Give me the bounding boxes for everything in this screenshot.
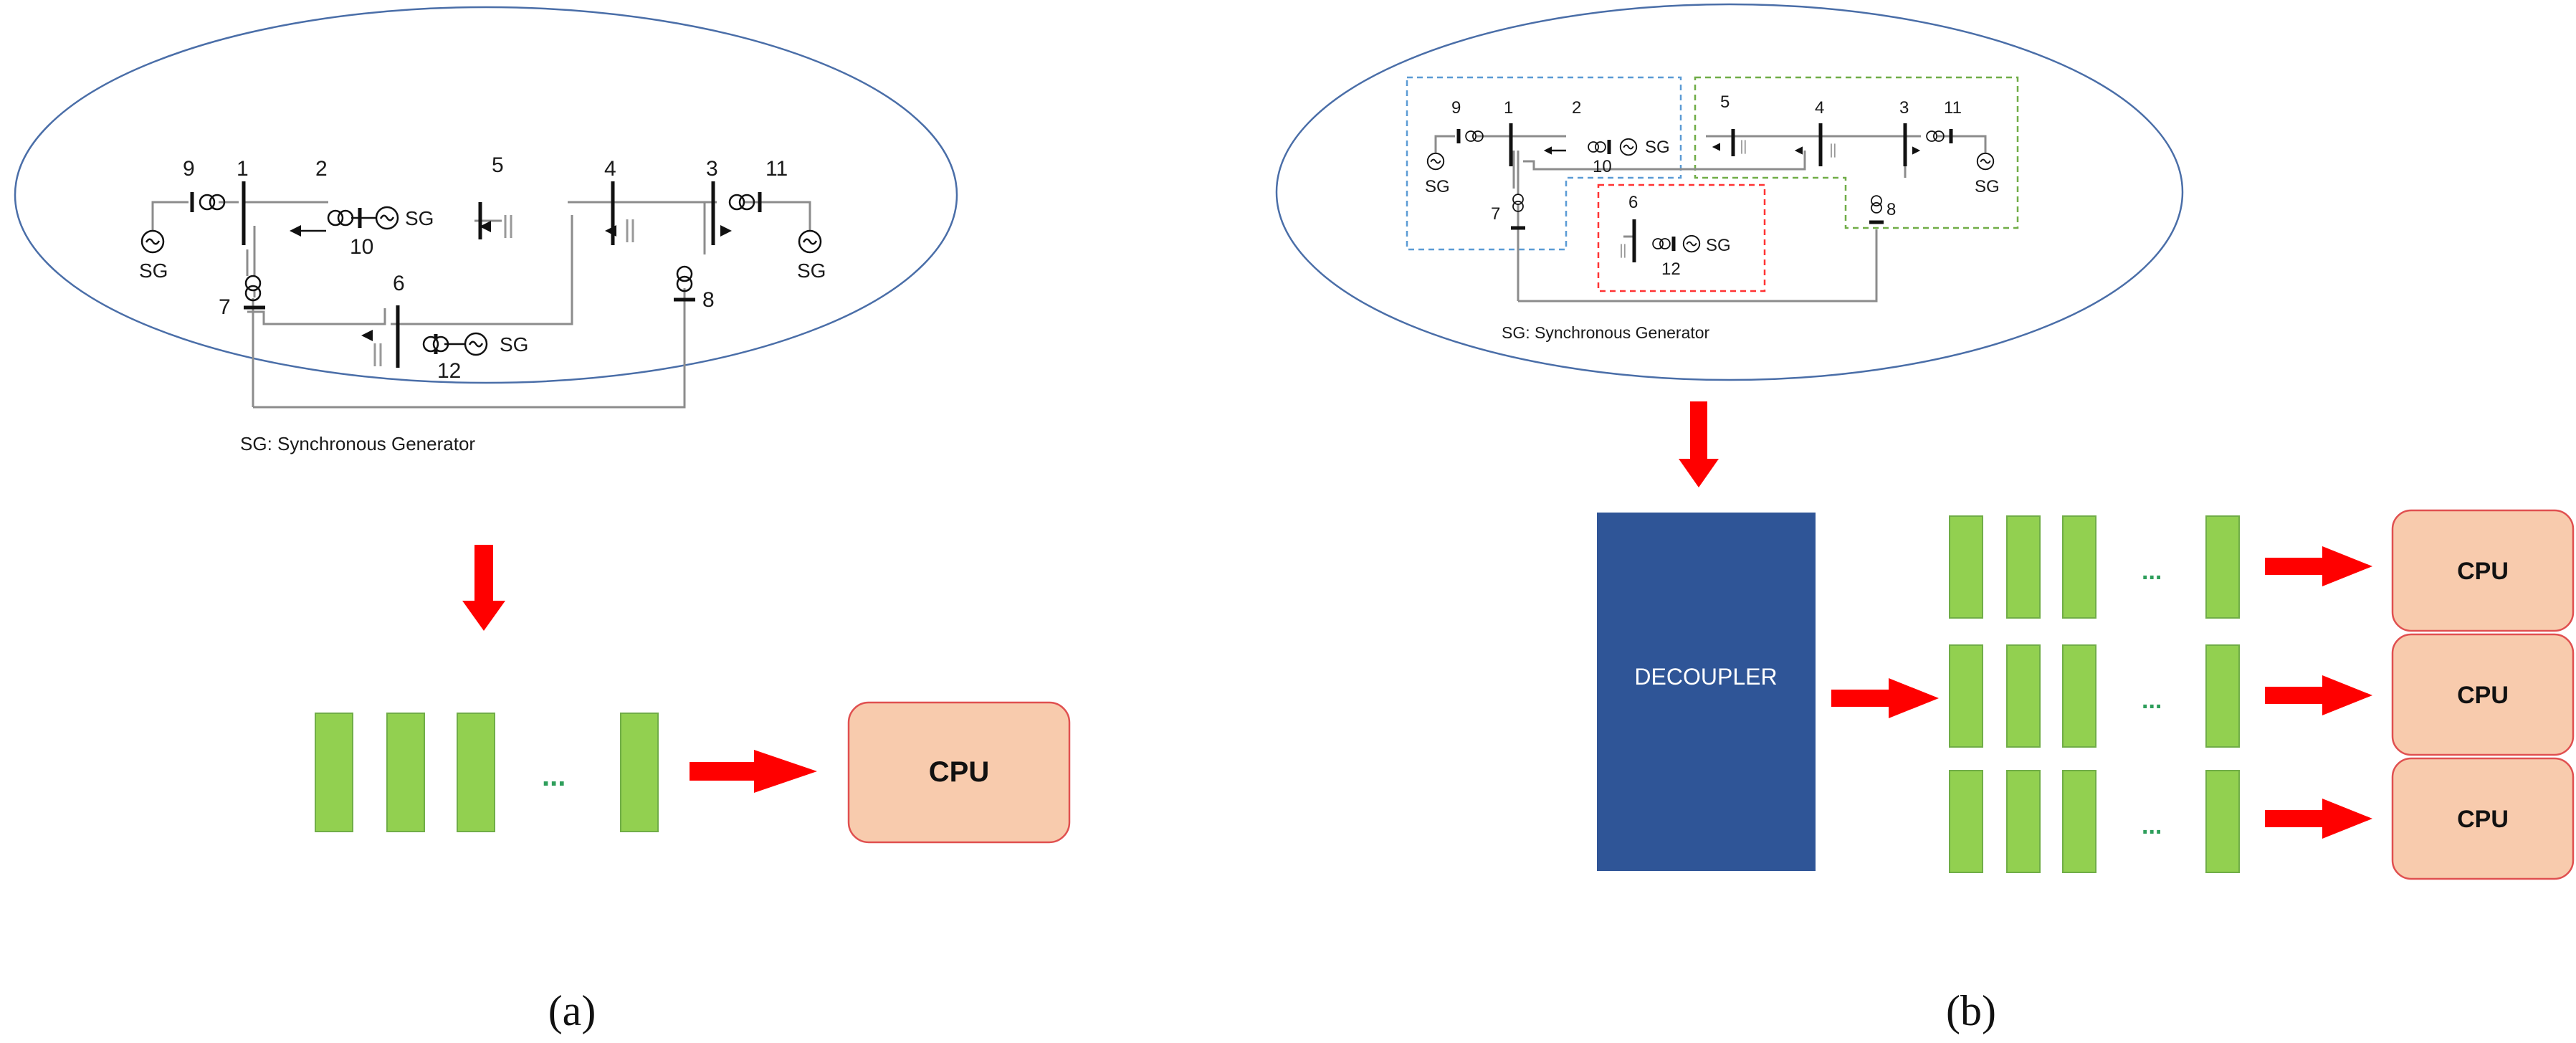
partition-red	[1597, 184, 1766, 292]
cpu-box	[2391, 509, 2575, 632]
system-ellipse-a	[14, 6, 958, 384]
sg-label: SG	[1425, 177, 1450, 196]
flow-arrow-down	[1679, 401, 1719, 487]
generator-icon	[1976, 152, 1995, 171]
task-block	[2205, 644, 2240, 748]
flow-arrow-right	[1831, 678, 1939, 718]
task-block	[1949, 515, 1983, 619]
panel-a: 9 1 2 10 5 4 3 11 7 6 8 12 SG SG SG SG S…	[14, 6, 1071, 1034]
bus-label: 2	[1572, 98, 1581, 118]
bus-label: 3	[706, 157, 718, 181]
bus-label: 10	[1593, 157, 1612, 176]
bus-label: 7	[219, 295, 231, 319]
task-block	[2062, 515, 2096, 619]
partition-blue	[1406, 76, 1682, 251]
bus-label: 6	[1628, 193, 1638, 212]
panel-b: 9 1 2 10 5 4 3 11 7 6 12 8 SG SG SG SG S…	[1275, 3, 2575, 1034]
bus-label: 9	[183, 157, 195, 181]
bus-label: 12	[437, 359, 461, 383]
task-block	[457, 713, 495, 832]
bus-label: 1	[1504, 98, 1513, 118]
legend-text: SG: Synchronous Generator	[240, 433, 475, 454]
bus-label: 6	[393, 272, 405, 295]
sg-label: SG	[1645, 138, 1670, 157]
partition-green	[1694, 76, 2019, 229]
caption-a: (a)	[548, 987, 596, 1034]
cpu-box	[847, 701, 1071, 844]
cpu-box	[2391, 757, 2575, 880]
generator-icon	[464, 332, 488, 356]
decoupler-box	[1597, 513, 1816, 871]
cpu-label: CPU	[2457, 682, 2509, 709]
bus-label: 11	[765, 157, 788, 181]
bus-label: 1	[237, 157, 249, 181]
flow-arrow-right	[2265, 799, 2372, 839]
power-network-b: 9 1 2 10 5 4 3 11 7 6 12 8 SG SG SG SG	[1425, 92, 2000, 303]
ellipsis: ...	[2142, 687, 2162, 714]
task-block	[315, 713, 353, 832]
task-block	[2205, 770, 2240, 873]
decoupler-label: DECOUPLER	[1634, 664, 1777, 690]
generator-icon	[1619, 138, 1638, 156]
flow-arrow-right	[2265, 546, 2372, 586]
cpu-box	[2391, 633, 2575, 756]
task-block	[386, 713, 425, 832]
bus-label: 4	[604, 157, 616, 181]
cpu-label: CPU	[2457, 558, 2509, 585]
task-block	[2205, 515, 2240, 619]
flow-arrow-down	[462, 545, 505, 631]
task-block	[2062, 644, 2096, 748]
generator-icon	[1426, 152, 1445, 171]
sg-label: SG	[1706, 236, 1731, 255]
sg-label: SG	[1975, 177, 2000, 196]
sg-label: SG	[139, 259, 168, 282]
sg-label: SG	[500, 333, 528, 356]
bus-label: 3	[1899, 98, 1909, 118]
bus-label: 8	[1886, 200, 1896, 219]
cpu-label: CPU	[2457, 806, 2509, 833]
bus-label: 11	[1944, 98, 1962, 118]
sg-label: SG	[405, 207, 434, 229]
legend-text: SG: Synchronous Generator	[1502, 323, 1710, 342]
caption-b: (b)	[1946, 987, 1996, 1034]
ellipsis: ...	[542, 761, 566, 792]
bus-label: 5	[1720, 92, 1730, 112]
bus-label: 9	[1451, 98, 1461, 118]
generator-icon	[375, 206, 399, 230]
generator-icon	[798, 229, 822, 254]
generator-icon	[140, 229, 165, 254]
power-network-a: 9 1 2 10 5 4 3 11 7 6 8 12 SG SG SG SG	[139, 153, 826, 409]
system-ellipse-b	[1275, 3, 2184, 381]
sg-label: SG	[797, 259, 826, 282]
task-block	[2006, 770, 2041, 873]
bus-label: 4	[1815, 98, 1824, 118]
bus-label: 8	[702, 288, 715, 312]
task-block	[620, 713, 659, 832]
bus-label: 2	[315, 157, 328, 181]
ellipsis: ...	[2142, 558, 2162, 585]
task-block	[1949, 644, 1983, 748]
task-block	[1949, 770, 1983, 873]
flow-arrow-right	[2265, 675, 2372, 715]
bus-label: 10	[350, 235, 373, 259]
task-block	[2062, 770, 2096, 873]
cpu-label: CPU	[929, 756, 989, 788]
task-block	[2006, 644, 2041, 748]
bus-label: 5	[492, 153, 504, 177]
bus-label: 7	[1491, 204, 1500, 224]
flow-arrow-right	[690, 750, 817, 793]
generator-icon	[1682, 234, 1701, 253]
bus-label: 12	[1661, 259, 1681, 279]
task-block	[2006, 515, 2041, 619]
ellipsis: ...	[2142, 812, 2162, 839]
